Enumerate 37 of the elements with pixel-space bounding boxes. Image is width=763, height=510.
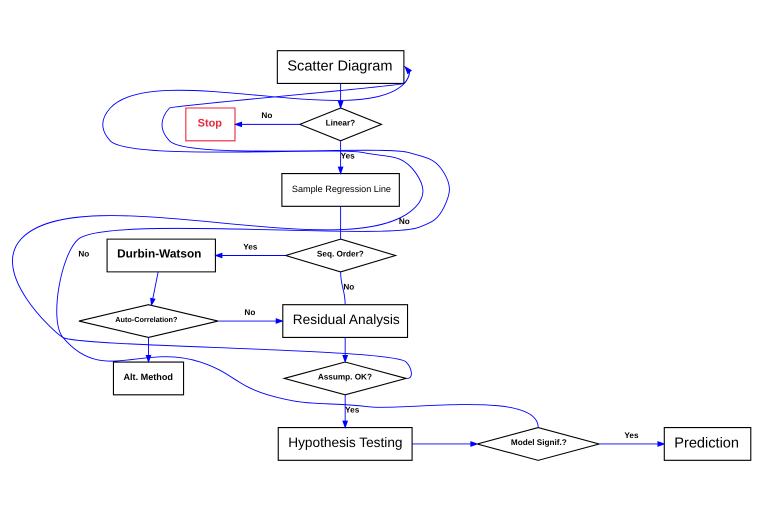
arrow [218,318,284,324]
edge-label: Yes [624,430,639,440]
arrow [234,121,300,127]
node-box: Scatter Diagram [276,50,404,84]
edge-label: No [244,307,256,316]
node-box: Alt. Method [112,360,184,395]
edge-label: No [78,249,90,258]
arrow [56,65,539,428]
node-box: Residual Analysis [282,304,408,338]
node-box: Durbin-Watson [106,238,216,272]
edge-label: No [343,282,354,291]
edge-label: Yes [345,404,360,414]
edge-label: No [261,110,272,120]
node-box: Prediction [664,426,752,460]
arrow [412,440,479,446]
edge-label: Yes [243,242,258,251]
arrow [338,82,344,109]
arrow [12,65,424,378]
arrow [342,336,348,363]
node-diamond: Model Signif.? [475,426,602,460]
node-diamond: Linear? [298,106,383,141]
node-box: Stop [185,106,236,141]
edge-label: Yes [340,150,355,160]
arrow [342,394,348,428]
node-diamond: Assump. OK? [282,360,408,395]
node-diamond: Auto-Correlation? [78,304,219,338]
edge-label: No [398,216,410,226]
arrow [598,440,666,446]
connector [340,270,346,305]
node-box: Sample Regression Line [281,172,400,206]
connector [340,206,342,239]
arrow [146,336,152,363]
arrow [338,140,344,174]
arrow [214,252,286,258]
arrow [150,271,159,306]
node-diamond: Seq. Order? [284,238,398,272]
node-box: Hypothesis Testing [278,426,413,460]
